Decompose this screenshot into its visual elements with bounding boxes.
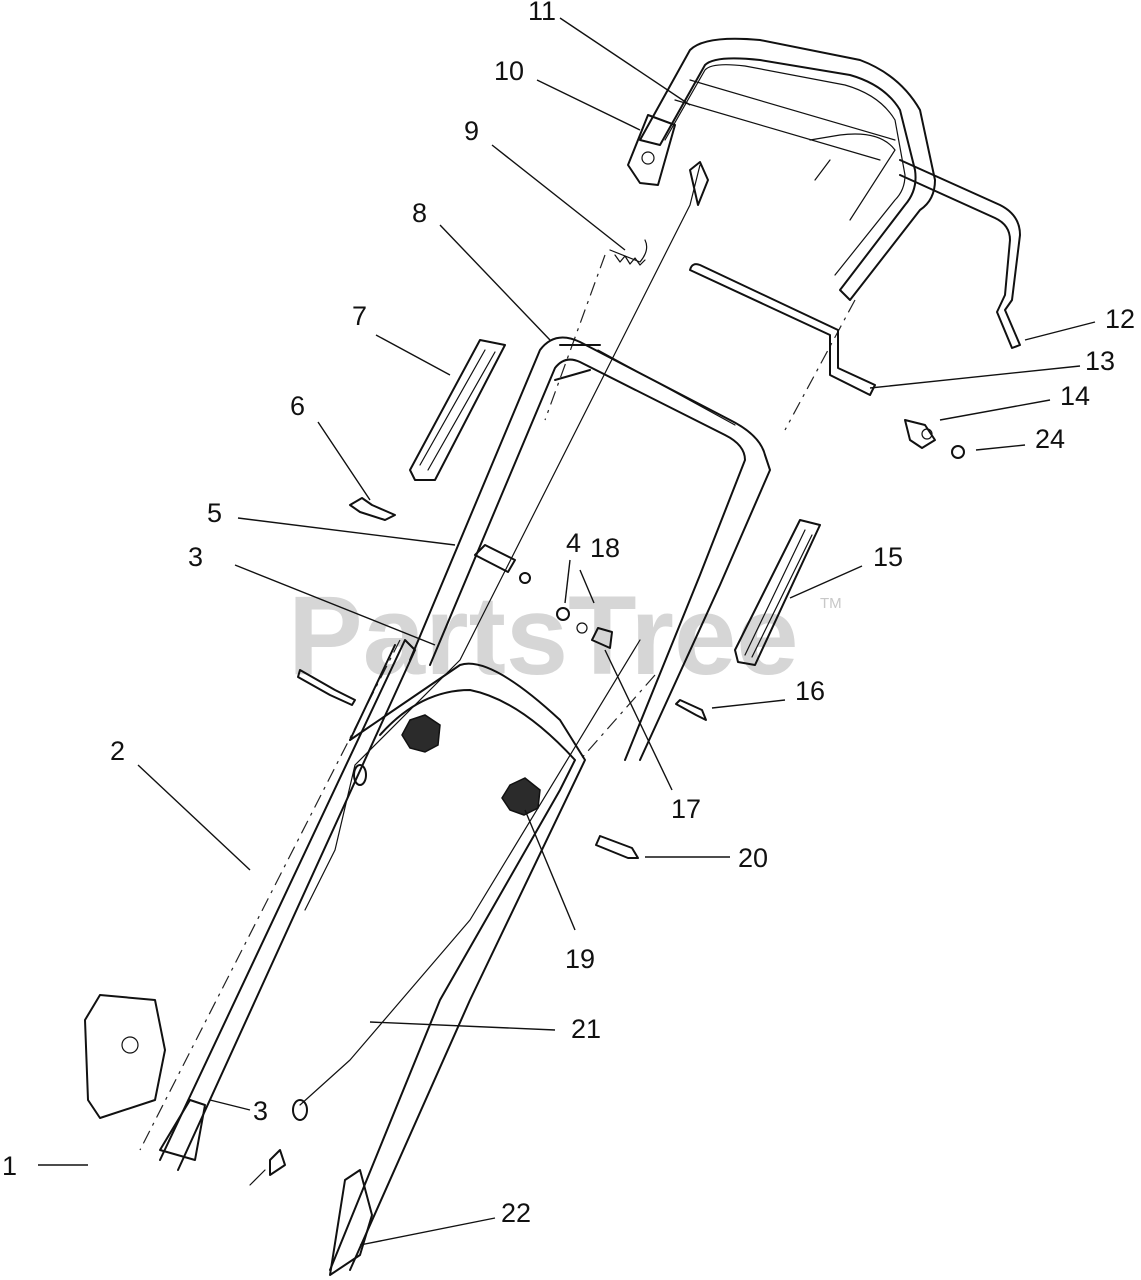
bolt-16 [675, 699, 707, 721]
callout-3-upper: 3 [188, 542, 203, 572]
callout-22: 22 [501, 1198, 531, 1228]
callout-24: 24 [1035, 424, 1065, 454]
lower-cable [249, 639, 641, 1186]
callout-20: 20 [738, 843, 768, 873]
cable-clip-parts [349, 497, 531, 584]
hardware-parts [556, 607, 613, 649]
callout-19: 19 [565, 944, 595, 974]
watermark-text: PartsTree [288, 573, 799, 698]
watermark: PartsTree TM [288, 573, 842, 698]
deck-bracket [84, 994, 206, 1161]
callout-6: 6 [290, 391, 305, 421]
callout-9: 9 [464, 116, 479, 146]
callout-1: 1 [2, 1151, 17, 1181]
lower-end [329, 1169, 373, 1276]
callout-16: 16 [795, 676, 825, 706]
callout-labels: 1 2 3 3 4 5 6 7 8 9 10 11 12 13 14 15 16… [2, 0, 1135, 1228]
lower-handle [159, 639, 586, 1271]
callout-12: 12 [1105, 304, 1135, 334]
callout-13: 13 [1085, 346, 1115, 376]
knobs [401, 714, 541, 816]
bail [689, 159, 1021, 396]
left-slide-plate [409, 339, 506, 481]
callout-7: 7 [352, 301, 367, 331]
control-cable [304, 161, 709, 911]
upper-handle [639, 37, 936, 301]
callout-2: 2 [110, 736, 125, 766]
callout-21: 21 [571, 1014, 601, 1044]
pivot-parts [904, 419, 965, 459]
carriage-bolt [297, 669, 356, 706]
bolt-20 [595, 835, 639, 859]
right-slide-plate [734, 519, 821, 666]
callout-15: 15 [873, 542, 903, 572]
callout-5: 5 [207, 498, 222, 528]
leader-lines [38, 17, 1096, 1246]
callout-8: 8 [412, 198, 427, 228]
callout-18: 18 [590, 533, 620, 563]
callout-11: 11 [528, 0, 556, 26]
callout-3-lower: 3 [253, 1096, 268, 1126]
callout-14: 14 [1060, 381, 1090, 411]
cable-bracket [627, 114, 676, 186]
callout-4: 4 [566, 528, 581, 558]
callout-10: 10 [494, 56, 524, 86]
callout-17: 17 [671, 794, 701, 824]
middle-handle [409, 336, 771, 761]
spring [609, 239, 648, 266]
watermark-tm: TM [820, 595, 842, 612]
